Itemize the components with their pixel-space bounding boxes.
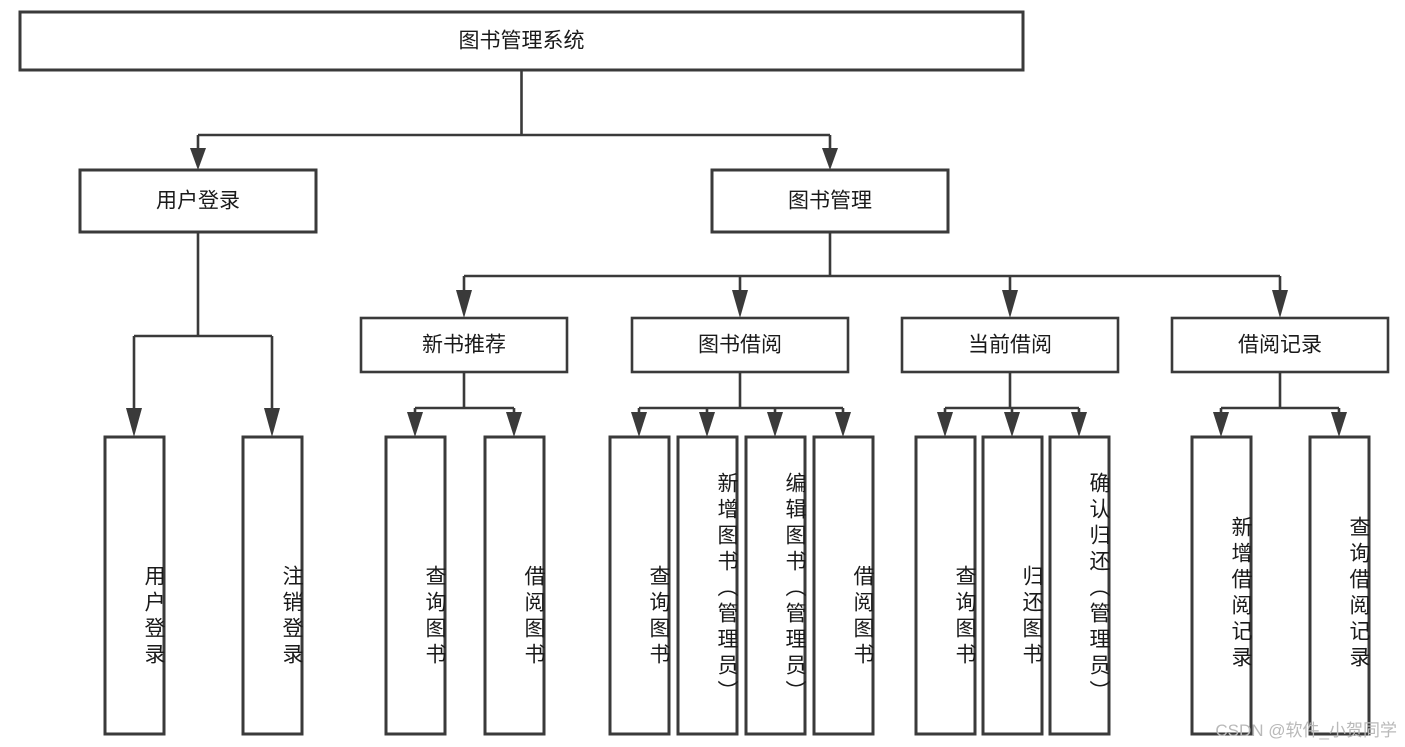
node-book-mgmt-rect[interactable] (710, 168, 950, 234)
leaf-rect-current-borrow-2[interactable] (981, 435, 1044, 736)
arrow-book-borrow-leaf2 (699, 412, 715, 437)
arrow-book-borrow-leaf1 (631, 412, 647, 437)
leaf-rect-book-borrow-4[interactable] (812, 435, 875, 736)
arrow-current-borrow-leaf1 (937, 412, 953, 437)
node-borrow-record-rect[interactable] (1170, 316, 1390, 374)
connector-group-borrow-record (1213, 372, 1347, 437)
node-root-rect[interactable] (18, 10, 1025, 72)
node-book-borrow-rect[interactable] (630, 316, 850, 374)
node-book-mgmt[interactable]: 图书管理 (710, 168, 950, 234)
node-borrow-record-label: 借阅记录 (1238, 334, 1322, 357)
arrow-to-borrow-record (1272, 290, 1288, 318)
connector-group-book-borrow (631, 372, 851, 437)
leaf-rect-borrow-record-1[interactable] (1190, 435, 1253, 736)
leaf-rect-current-borrow-3[interactable] (1048, 435, 1111, 736)
node-current-borrow-label: 当前借阅 (968, 334, 1052, 357)
node-book-borrow[interactable]: 图书借阅 (630, 316, 850, 374)
node-book-mgmt-label: 图书管理 (788, 190, 872, 213)
node-current-borrow-rect[interactable] (900, 316, 1120, 374)
leaf-rect-book-borrow-3[interactable] (744, 435, 807, 736)
node-new-book-rec[interactable]: 新书推荐 (359, 316, 569, 374)
node-user-login-rect[interactable] (78, 168, 318, 234)
connector-group-root (190, 70, 838, 170)
arrow-to-book-mgmt (822, 148, 838, 170)
leaf-rect-new-book-rec-1[interactable] (384, 435, 447, 736)
leaf-rect-borrow-record-2[interactable] (1308, 435, 1371, 736)
node-current-borrow[interactable]: 当前借阅 (900, 316, 1120, 374)
leaf-rect-user-login-1[interactable] (103, 435, 166, 736)
arrow-borrow-record-leaf2 (1331, 412, 1347, 437)
connector-group-book-mgmt (456, 232, 1288, 318)
node-borrow-record[interactable]: 借阅记录 (1170, 316, 1390, 374)
arrow-to-book-borrow (732, 290, 748, 318)
node-root-label: 图书管理系统 (459, 30, 585, 53)
arrow-to-user-login (190, 148, 206, 170)
node-new-book-rec-rect[interactable] (359, 316, 569, 374)
node-book-borrow-label: 图书借阅 (698, 334, 782, 357)
arrow-user-login-leaf2 (264, 408, 280, 437)
leaf-rects (103, 435, 1371, 736)
arrow-current-borrow-leaf2 (1004, 412, 1020, 437)
node-root[interactable]: 图书管理系统 (18, 10, 1025, 72)
leaf-rect-book-borrow-1[interactable] (608, 435, 671, 736)
arrow-to-new-book-rec (456, 290, 472, 318)
leaf-rect-book-borrow-2[interactable] (676, 435, 739, 736)
connector-group-current-borrow (937, 372, 1087, 437)
node-new-book-rec-label: 新书推荐 (422, 334, 506, 357)
arrow-user-login-leaf1 (126, 408, 142, 437)
connector-group-new-book-rec (407, 372, 522, 437)
arrow-borrow-record-leaf1 (1213, 412, 1229, 437)
arrow-new-book-rec-leaf1 (407, 412, 423, 437)
arrow-book-borrow-leaf3 (767, 412, 783, 437)
node-user-login[interactable]: 用户登录 (78, 168, 318, 234)
leaf-rect-current-borrow-1[interactable] (914, 435, 977, 736)
arrow-book-borrow-leaf4 (835, 412, 851, 437)
arrow-to-current-borrow (1002, 290, 1018, 318)
leaf-rect-new-book-rec-2[interactable] (483, 435, 546, 736)
connector-group-user-login (126, 232, 280, 437)
leaf-rect-user-login-2[interactable] (241, 435, 304, 736)
arrow-new-book-rec-leaf2 (506, 412, 522, 437)
arrow-current-borrow-leaf3 (1071, 412, 1087, 437)
node-user-login-label: 用户登录 (156, 190, 240, 213)
